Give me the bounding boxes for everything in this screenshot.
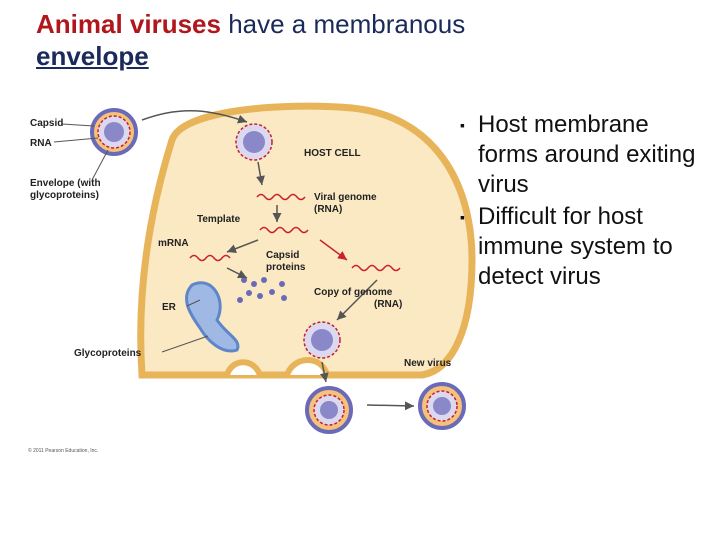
title-underlined: envelope [36,41,149,71]
label-envelope-line2: glycoproteins) [30,190,99,201]
host-cell [137,102,476,379]
title-text: have a membranous [220,9,466,39]
virus-assembling [303,321,341,359]
label-er: ER [162,302,177,313]
label-viral-genome-line2: (RNA) [314,204,342,215]
diagram-svg: Capsid RNA Envelope (with glycoproteins)… [28,102,476,454]
bullet-text: Host membrane forms around exiting virus [478,111,696,198]
label-capsid-proteins-line2: proteins [266,262,306,273]
bullet-item: ▪ Difficult for host immune system to de… [460,202,715,292]
bullet-text: Difficult for host immune system to dete… [478,203,673,290]
label-viral-genome-line1: Viral genome [314,192,377,203]
virus-new [418,382,466,430]
virus-entering [235,123,273,161]
label-copy-genome-line2: (RNA) [374,299,402,310]
title-highlight: Animal viruses [36,9,221,39]
label-template: Template [197,214,241,225]
label-capsid-proteins-line1: Capsid [266,250,299,261]
virus-top-left [90,108,138,156]
slide-title: Animal viruses have a membranous envelop… [36,8,596,72]
virus-budding [305,386,353,434]
viral-genome-rna [256,193,306,201]
bullet-marker: ▪ [460,209,465,225]
mrna-strand [189,254,231,262]
label-mrna: mRNA [158,238,189,249]
copy-genome-rna [351,264,401,272]
label-copy-genome-line1: Copy of genome [314,287,393,298]
label-glycoproteins: Glycoproteins [74,348,142,359]
bullet-item: ▪ Host membrane forms around exiting vir… [460,110,715,200]
bullet-list: ▪ Host membrane forms around exiting vir… [460,110,715,294]
template-rna [259,226,309,234]
label-capsid: Capsid [30,118,63,129]
label-new-virus: New virus [404,358,452,369]
label-rna: RNA [30,138,52,149]
capsid-protein-dots [237,277,287,303]
figure-credit: © 2011 Pearson Education, Inc. [28,447,98,454]
label-envelope-line1: Envelope (with [30,178,101,189]
label-host-cell: HOST CELL [304,148,361,159]
virus-reproduction-diagram: Capsid RNA Envelope (with glycoproteins)… [22,100,492,460]
bullet-marker: ▪ [460,117,465,133]
